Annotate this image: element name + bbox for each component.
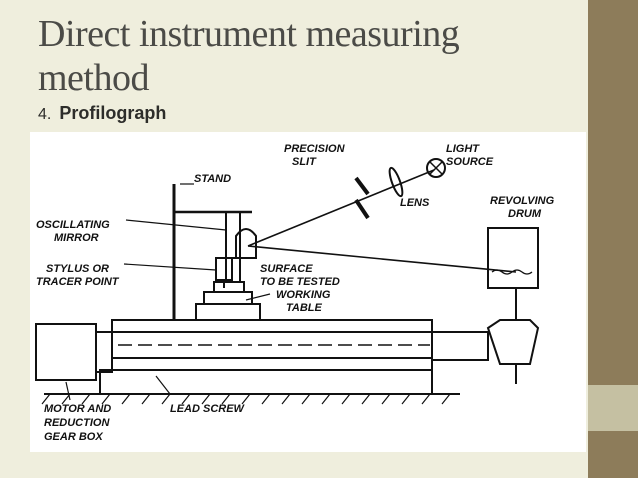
label-working-table-2: TABLE [286,302,323,314]
revolving-drum [487,227,539,289]
stylus-holder [215,257,233,281]
light-ray-in [247,169,435,247]
motor-box [35,323,97,381]
label-light-source-1: LIGHT [446,143,480,155]
subtitle-number: 4. [38,106,52,123]
label-oscillating-mirror-2: MIRROR [54,232,99,244]
label-precision-slit-1: PRECISION [284,143,346,155]
label-motor-3: GEAR BOX [44,431,103,443]
lens [388,166,404,198]
label-motor-2: REDUCTION [44,417,110,429]
decorative-side-block [588,385,638,431]
label-stylus-2: TRACER POINT [36,276,120,288]
base-plate [99,369,433,395]
label-lead-screw: LEAD SCREW [170,403,246,415]
subtitle-name: Profilograph [59,103,167,123]
drum-gear [486,319,540,365]
label-revolving-drum-2: DRUM [508,208,542,220]
precision-slit [354,176,370,220]
label-precision-slit-2: SLIT [292,156,317,168]
slide-title: Direct instrument measuring method [38,13,460,99]
label-working-table-1: WORKING [276,289,331,301]
label-surface-1: SURFACE [260,263,313,275]
label-oscillating-mirror-1: OSCILLATING [36,219,110,231]
label-light-source-2: SOURCE [446,156,494,168]
motor-coupling [95,331,113,373]
slide-subtitle: 4. Profilograph [38,103,166,124]
workpiece [203,291,253,305]
label-revolving-drum-1: REVOLVING [490,195,555,207]
light-ray-out [247,245,517,273]
light-source [426,158,446,178]
label-stylus-1: STYLUS OR [46,263,109,275]
drive-shaft [431,331,489,361]
label-motor-1: MOTOR AND [44,403,111,415]
profilograph-diagram: PRECISION SLIT LIGHT SOURCE STAND LENS R… [30,132,586,452]
label-stand: STAND [194,173,231,185]
working-table [195,303,261,321]
label-lens: LENS [400,197,430,209]
oscillating-mirror [235,228,257,259]
profilograph-drawing: PRECISION SLIT LIGHT SOURCE STAND LENS R… [35,143,555,443]
label-surface-2: TO BE TESTED [260,276,340,288]
